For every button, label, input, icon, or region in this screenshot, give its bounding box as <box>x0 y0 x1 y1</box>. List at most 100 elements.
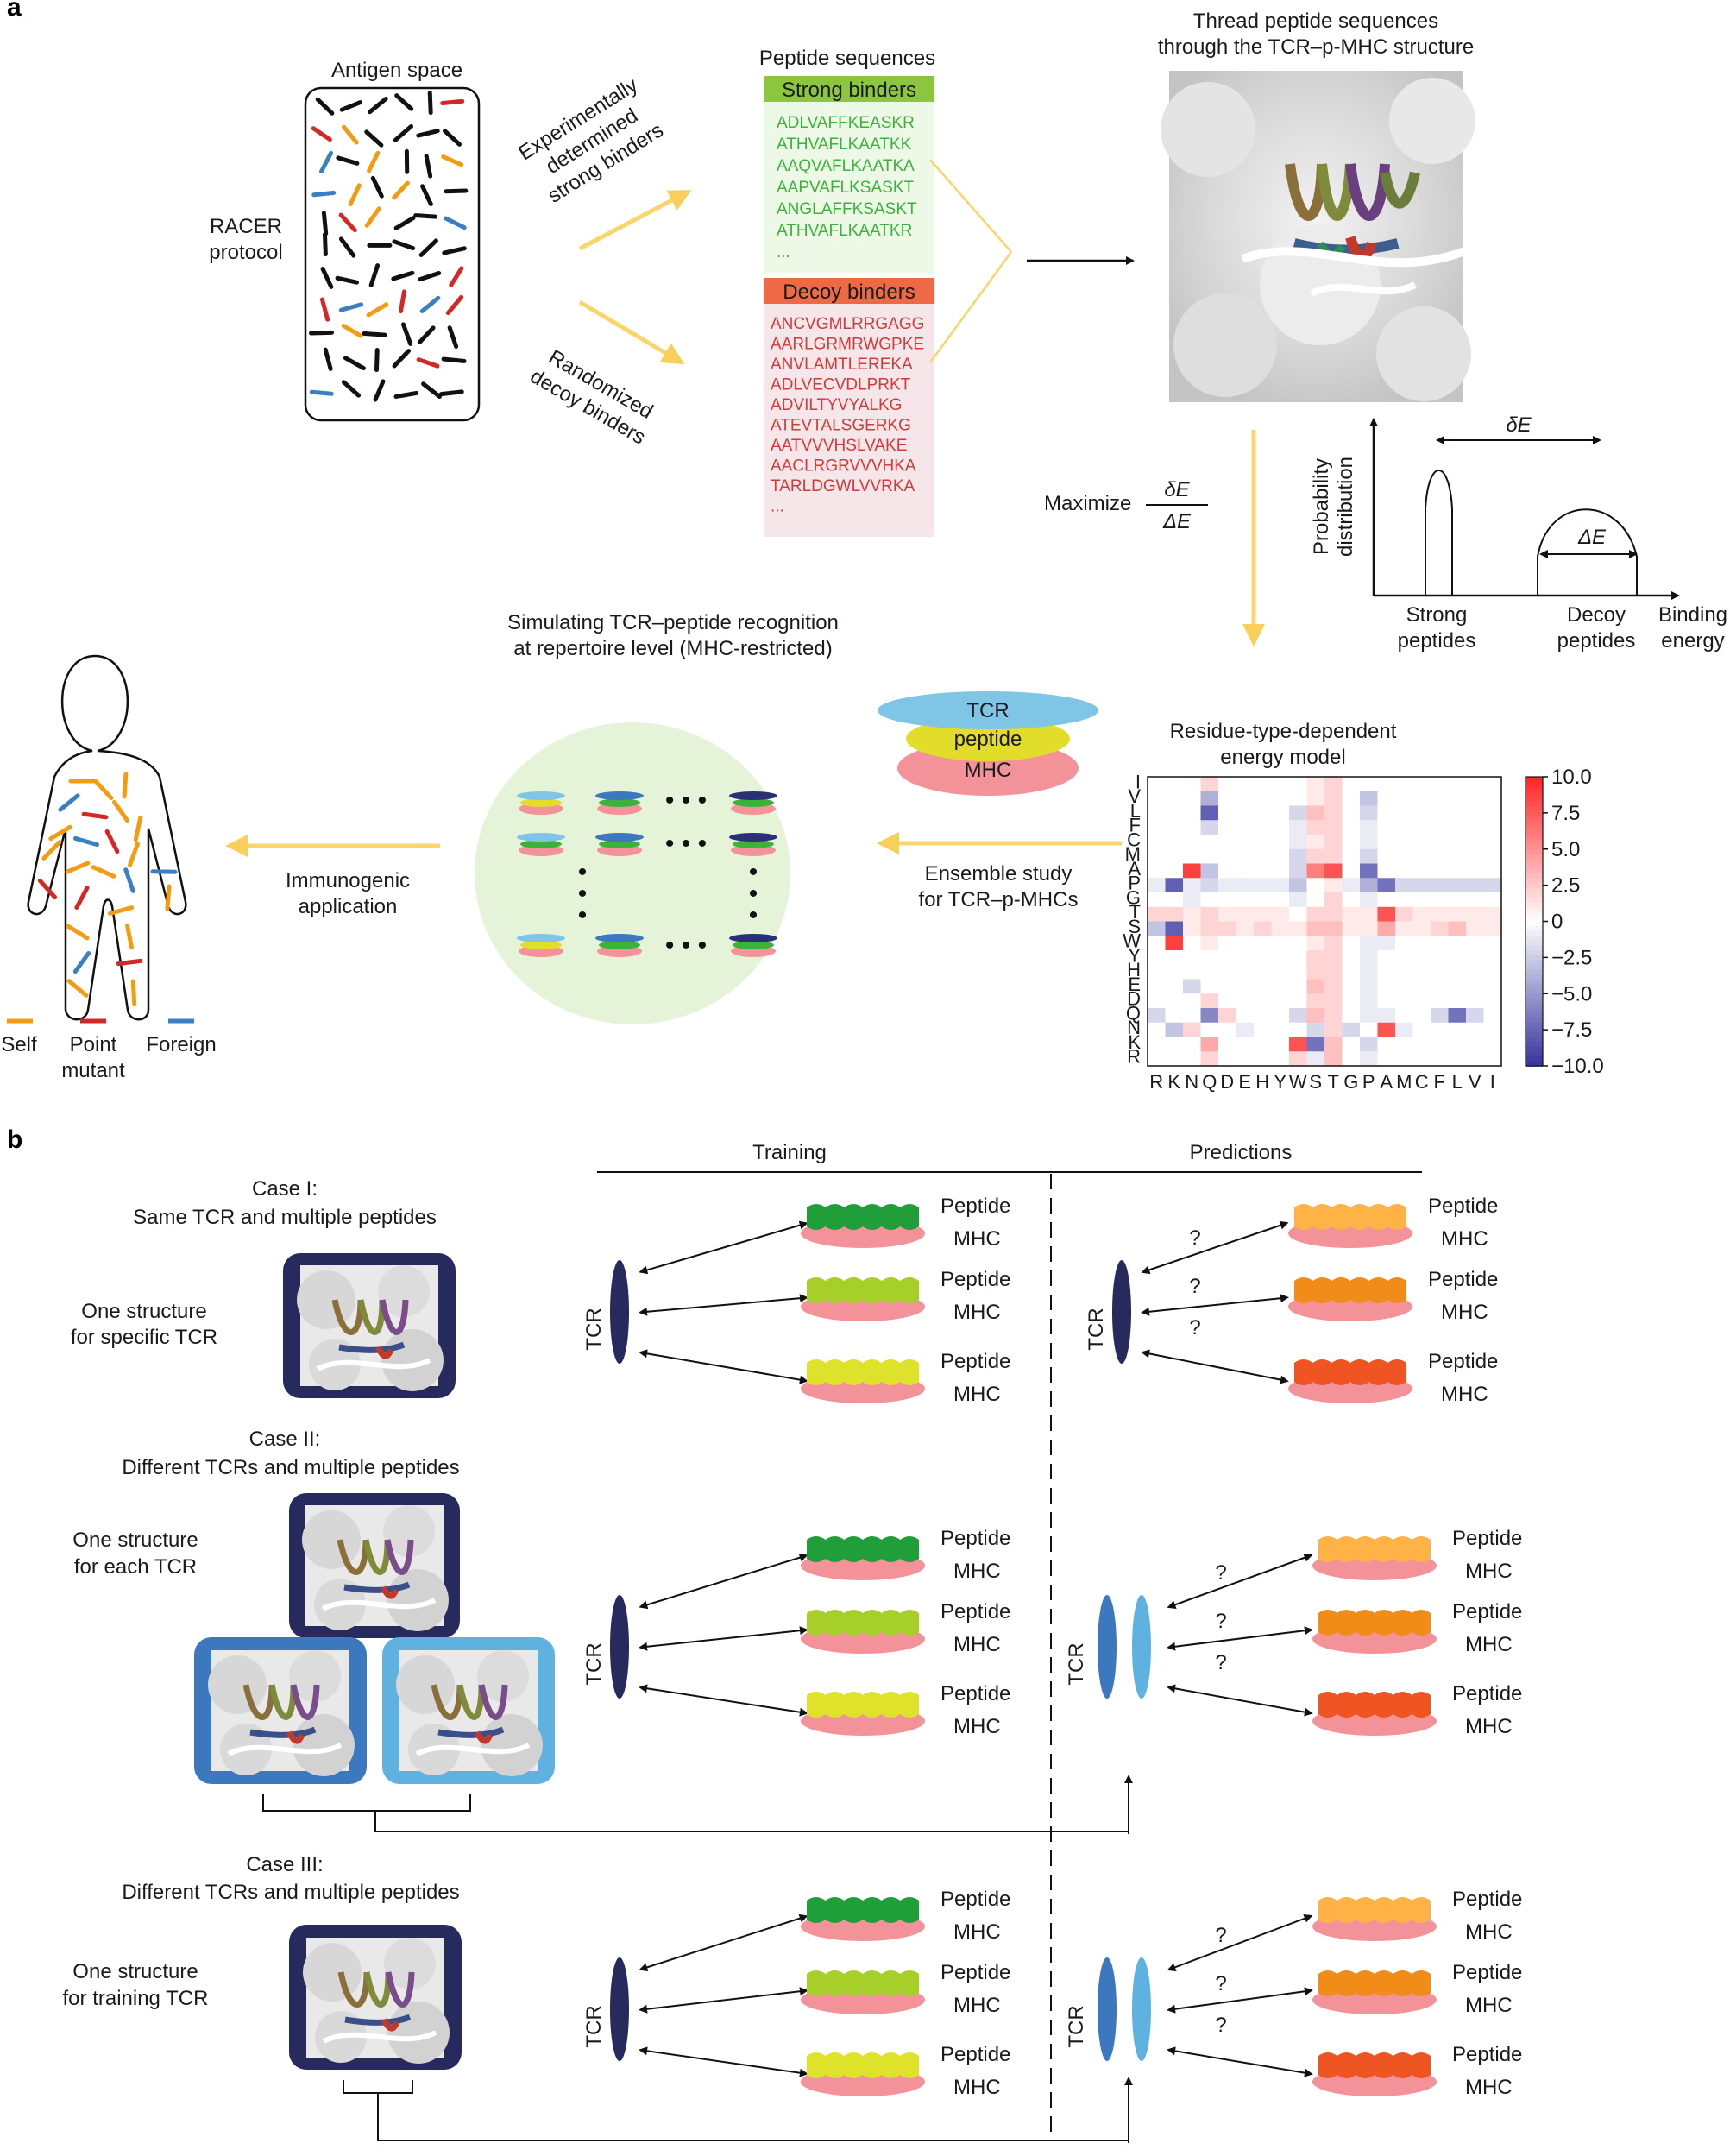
heatmap-cell-E-C <box>1412 979 1431 994</box>
antigen-stick-33 <box>392 239 417 251</box>
colorbar-step-35 <box>1526 945 1543 951</box>
heatmap-cell-Q-A <box>1377 1008 1396 1024</box>
heatmap-cell-A-W <box>1289 863 1307 879</box>
case2-pred-q-2: ? <box>1215 1651 1226 1674</box>
heatmap-cell-A-M <box>1395 863 1413 879</box>
case3-pred-complex-1-peptide-label: Peptide <box>1452 1961 1522 1984</box>
heatmap-cell-Y-G <box>1342 950 1361 966</box>
heatmap-cell-P-A <box>1377 878 1396 893</box>
case3-structure-2: for training TCR <box>63 1987 209 2010</box>
antigen-stick-28 <box>413 213 439 219</box>
heatmap-cell-F-C <box>1412 820 1431 835</box>
case3-pred-complex-1-mhc-label: MHC <box>1465 1994 1513 2017</box>
heatmap-cell-Q-E <box>1236 1008 1255 1024</box>
antigen-stick-36 <box>320 267 334 290</box>
heatmap-cell-L-H <box>1254 805 1272 821</box>
heatmap-cell-Q-H <box>1254 1008 1272 1024</box>
colorbar-step-11 <box>1526 829 1543 835</box>
heatmap-cell-Y-F <box>1431 950 1449 966</box>
heatmap-cell-M-D <box>1218 848 1236 864</box>
heatmap-cell-M-N <box>1183 848 1201 864</box>
heatmap-cell-S-A <box>1377 921 1396 936</box>
heatmap-cell-G-A <box>1377 892 1396 908</box>
heatmap-cell-F-G <box>1342 820 1361 835</box>
fraction-numerator: δE <box>1164 478 1190 501</box>
heatmap-cell-A-F <box>1431 863 1449 879</box>
heatmap-cell-C-K <box>1165 835 1184 850</box>
heatmap-cell-E-R <box>1148 979 1166 994</box>
colorbar-step-37 <box>1526 955 1543 961</box>
heatmap-xlabel-L: L <box>1452 1071 1463 1093</box>
heatmap-cell-Y-Q <box>1200 950 1219 966</box>
heatmap-cell-G-C <box>1412 892 1431 908</box>
heatmap-cell-Q-Y <box>1271 1008 1290 1024</box>
antigen-stick-11 <box>443 129 462 148</box>
heatmap-ylabel-V: V <box>1128 785 1141 807</box>
heatmap-cell-I-E <box>1236 777 1255 792</box>
case3-pred-tcr-a <box>1098 1957 1117 2061</box>
heatmap-cell-F-A <box>1377 820 1396 835</box>
heatmap-cell-E-A <box>1377 979 1396 994</box>
colorbar-label-3: 2.5 <box>1551 874 1580 898</box>
converge-line-top <box>929 159 1012 253</box>
antigen-stick-16 <box>424 154 433 179</box>
case3-pred-q-0: ? <box>1215 1924 1226 1947</box>
heatmap-cell-I-N <box>1183 777 1201 792</box>
case3-pred-tcr-label: TCR <box>1065 2005 1088 2047</box>
case3-pred-q-1: ? <box>1215 1972 1226 1995</box>
heatmap-cell-H-Y <box>1271 964 1290 980</box>
heatmap-cell-L-S <box>1306 805 1325 821</box>
dist-binding-1: Binding <box>1658 603 1727 627</box>
strong-seq-2: AAQVAFLKAATKA <box>777 157 915 175</box>
heatmap-cell-D-F <box>1431 993 1449 1009</box>
colorbar-step-12 <box>1526 835 1543 841</box>
heatmap-cell-K-P <box>1360 1037 1378 1052</box>
heatmap-cell-Y-D <box>1218 950 1236 966</box>
case2-train-complex-2-mhc-label: MHC <box>953 1715 1001 1738</box>
legend-point-2: mutant <box>61 1059 125 1082</box>
case1-pred-tcr <box>1112 1260 1131 1364</box>
heatmap-cell-W-K <box>1165 936 1184 951</box>
repertoire-hdots-1: • • • <box>665 829 707 858</box>
colorbar-step-3 <box>1526 791 1543 797</box>
heatmap-cell-C-W <box>1289 835 1307 850</box>
heatmap-cell-N-Q <box>1200 1022 1219 1037</box>
colorbar-step-32 <box>1526 930 1543 937</box>
heatmap-cell-P-N <box>1183 878 1201 893</box>
heatmap-cell-S-H <box>1254 921 1272 936</box>
repertoire-complex-7 <box>595 934 644 957</box>
heatmap-cell-T-A <box>1377 906 1396 922</box>
case1-pred-complex-2-mhc-label: MHC <box>1441 1383 1488 1406</box>
heatmap-cell-H-E <box>1236 964 1255 980</box>
heatmap-cell-G-K <box>1165 892 1184 908</box>
heatmap-cell-A-Q <box>1200 863 1219 879</box>
dist-decoy-1: Decoy <box>1567 603 1626 627</box>
antigen-stick-1 <box>338 100 363 113</box>
heatmap-cell-H-M <box>1395 964 1413 980</box>
case3-pred-tcr-b <box>1132 1957 1151 2061</box>
repertoire-hdots-0: • • • <box>665 786 707 815</box>
heatmap-cell-C-M <box>1395 835 1413 850</box>
antigen-stick-47 <box>445 294 464 316</box>
heatmap-cell-T-V <box>1466 906 1484 922</box>
heatmap-cell-A-C <box>1412 863 1431 879</box>
case1-train-arrow-2 <box>639 1349 808 1384</box>
fraction-denominator: ΔE <box>1162 510 1192 533</box>
ensemble-label-1: Ensemble study <box>925 862 1073 886</box>
heatmap-cell-R-I <box>1483 1051 1502 1067</box>
repertoire-hdots-2: • • • <box>665 931 707 960</box>
heatmap-xlabel-N: N <box>1185 1071 1198 1093</box>
heatmap-cell-Y-K <box>1165 950 1184 966</box>
case1-train-complex-1-peptide-label: Peptide <box>940 1268 1010 1291</box>
colorbar-step-25 <box>1526 897 1543 903</box>
colorbar-step-52 <box>1526 1027 1543 1033</box>
heatmap-cell-R-N <box>1183 1051 1201 1067</box>
heatmap-cell-D-Y <box>1271 993 1290 1009</box>
strong-binders-header <box>764 76 934 102</box>
case2-structure-1: One structure <box>72 1529 198 1552</box>
heatmap-cell-Y-H <box>1254 950 1272 966</box>
colorbar-step-47 <box>1526 1003 1543 1009</box>
antigen-stick-46 <box>419 295 441 313</box>
